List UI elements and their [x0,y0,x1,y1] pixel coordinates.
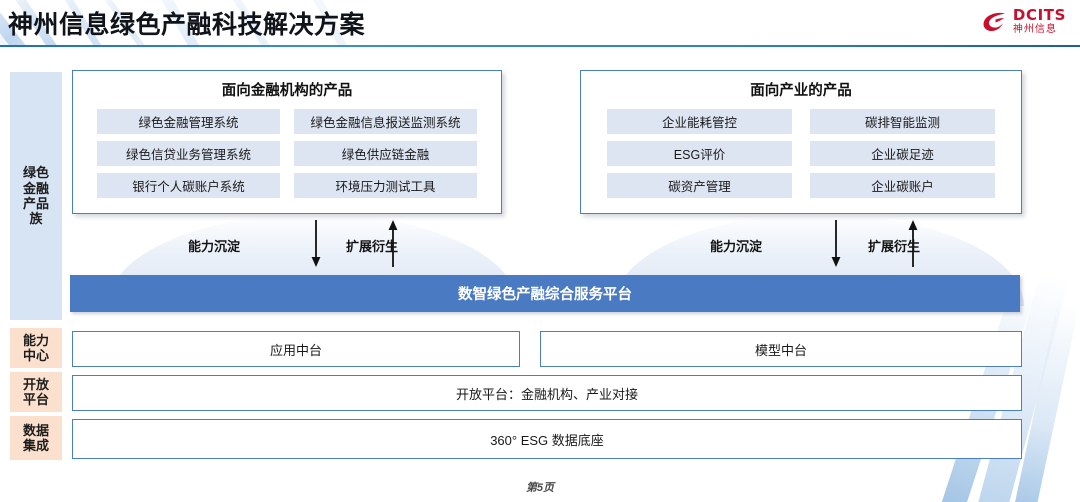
slide-header: 神州信息绿色产融科技解决方案 DCITS 神州信息 [0,0,1080,47]
panel-title: 面向产业的产品 [750,83,852,99]
arrow-up-icon [908,220,918,267]
rail-item-open-platform: 开放 平台 [10,372,62,412]
box-model-center[interactable]: 模型中台 [540,331,1022,367]
product-chip[interactable]: 企业碳足迹 [810,141,995,166]
rail-label-line: 集成 [22,438,49,453]
rail-label-line: 平台 [22,392,49,407]
rail-item-green-finance-products: 绿色 金融 产品 族 [10,72,62,320]
product-chip[interactable]: 碳排智能监测 [810,109,995,134]
platform-bar[interactable]: 数智绿色产融综合服务平台 [70,275,1020,312]
arrow-label-capability-precipitation: 能力沉淀 [710,239,763,254]
arrow-down-icon [831,220,841,267]
panel-industry-products: 面向产业的产品 企业能耗管控 碳排智能监测 ESG评价 企业碳足迹 碳资产管理 … [580,70,1022,214]
page-number: 第5页 [525,482,555,494]
product-chip-grid: 企业能耗管控 碳排智能监测 ESG评价 企业碳足迹 碳资产管理 企业碳账户 [581,100,1021,198]
logo-text-en: DCITS [1012,6,1066,24]
rail-label-line: 产品 [22,196,49,211]
header-divider [0,45,1080,47]
panel-title: 面向金融机构的产品 [221,83,353,99]
page-title: 神州信息绿色产融科技解决方案 [8,10,366,39]
arrow-label-expansion-derivation: 扩展衍生 [346,239,399,254]
product-chip[interactable]: ESG评价 [607,141,792,166]
rail-label-line: 中心 [22,348,49,363]
box-data-base[interactable]: 360° ESG 数据底座 [72,419,1022,459]
product-chip[interactable]: 绿色供应链金融 [294,141,477,166]
product-chip[interactable]: 绿色金融管理系统 [97,109,280,134]
arrow-group-right: 能力沉淀 扩展衍生 [660,220,960,280]
arrow-up-icon [388,220,398,267]
product-chip[interactable]: 绿色信贷业务管理系统 [97,141,280,166]
dcits-swoosh-icon [983,12,1005,31]
rail-item-data-integration: 数据 集成 [10,416,62,460]
rail-label-line: 金融 [22,180,49,196]
product-chip[interactable]: 碳资产管理 [607,173,792,198]
arrow-down-icon [311,220,321,267]
rail-label-line: 开放 [22,376,49,392]
arrow-group-left: 能力沉淀 扩展衍生 [150,220,450,280]
product-chip[interactable]: 环境压力测试工具 [294,173,477,198]
product-chip[interactable]: 企业能耗管控 [607,109,792,134]
arrow-label-expansion-derivation: 扩展衍生 [868,239,921,254]
product-chip[interactable]: 企业碳账户 [810,173,995,198]
panel-financial-institution-products: 面向金融机构的产品 绿色金融管理系统 绿色金融信息报送监测系统 绿色信贷业务管理… [72,70,502,214]
product-chip[interactable]: 银行个人碳账户系统 [97,173,280,198]
box-open-platform[interactable]: 开放平台：金融机构、产业对接 [72,375,1022,411]
rail-label-line: 能力 [22,332,49,348]
rail-label-line: 绿色 [22,165,49,181]
logo-text-cn: 神州信息 [1012,24,1057,35]
arrow-label-capability-precipitation: 能力沉淀 [188,239,241,254]
rail-label-line: 数据 [22,422,49,438]
rail-label-line: 族 [29,211,43,227]
product-chip-grid: 绿色金融管理系统 绿色金融信息报送监测系统 绿色信贷业务管理系统 绿色供应链金融… [73,100,501,198]
product-chip[interactable]: 绿色金融信息报送监测系统 [294,109,477,134]
rail-item-capability-center: 能力 中心 [10,328,62,368]
box-app-center[interactable]: 应用中台 [72,331,520,367]
brand-logo: DCITS 神州信息 [982,8,1066,35]
